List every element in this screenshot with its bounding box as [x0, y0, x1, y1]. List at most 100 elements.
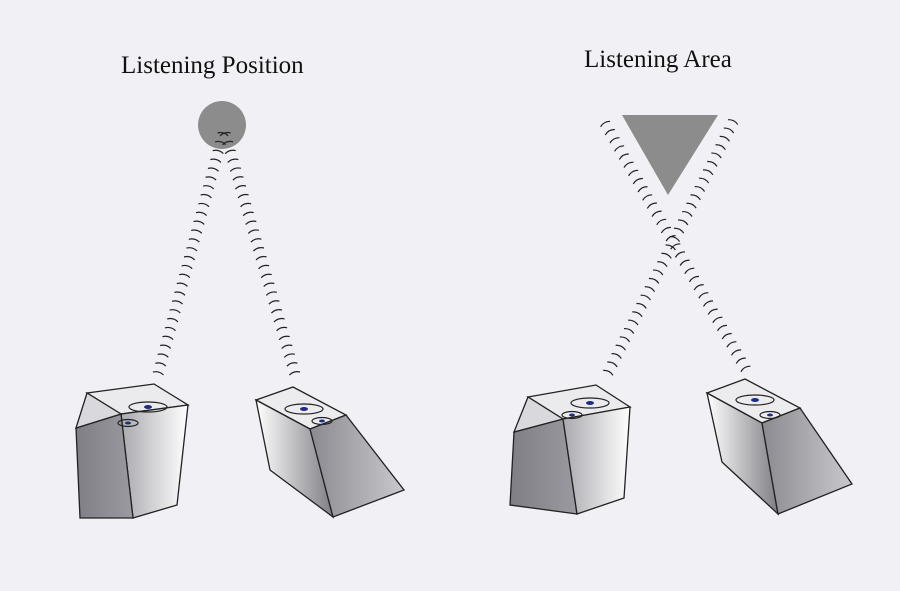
sound-wave-arc	[604, 128, 615, 136]
sound-wave-arc	[167, 317, 179, 323]
sound-wave-arc	[673, 227, 685, 234]
sound-wave-arc	[628, 169, 639, 177]
sound-wave-arc	[181, 264, 193, 270]
sound-wave-arc	[283, 353, 296, 358]
sound-wave-arc	[222, 140, 234, 146]
sound-wave-arc	[651, 210, 662, 217]
speaker-right-1	[509, 384, 632, 515]
sound-wave-arc	[169, 309, 181, 314]
woofer-ring	[311, 416, 333, 426]
sound-wave-arc	[205, 176, 217, 181]
woofer-cone	[125, 421, 131, 425]
sound-wave-arc	[155, 362, 167, 367]
sound-wave-group	[152, 119, 751, 376]
sound-wave-arc	[730, 349, 742, 356]
sound-wave-arc	[202, 185, 215, 190]
woofer-ring	[561, 410, 583, 420]
sound-wave-arc	[600, 120, 611, 128]
sound-wave-arc	[229, 167, 242, 172]
sound-wave-arc	[719, 135, 731, 142]
sound-wave-arc	[607, 361, 618, 368]
sound-wave-arc	[670, 243, 681, 250]
sound-wave-arc	[679, 259, 690, 266]
woofer-ring	[117, 418, 139, 428]
wave-chain-left-1	[152, 131, 229, 376]
sound-wave-arc	[191, 229, 203, 234]
woofer-cone	[319, 419, 325, 423]
sound-wave-arc	[636, 302, 647, 309]
sound-wave-arc	[694, 185, 706, 192]
sound-wave-arc	[623, 327, 635, 334]
sound-wave-arc	[665, 244, 676, 251]
tweeter-ring	[284, 403, 324, 415]
sound-wave-arc	[188, 238, 200, 243]
sound-wave-arc	[665, 235, 676, 242]
sound-wave-arc	[698, 292, 709, 299]
sound-wave-arc	[250, 238, 262, 243]
tweeter-cone	[751, 398, 759, 402]
sound-wave-arc	[688, 275, 700, 283]
sound-wave-arc	[702, 169, 714, 176]
sound-wave-arc	[640, 294, 652, 301]
speaker-left-2	[254, 386, 406, 519]
sound-wave-arc	[712, 316, 723, 324]
tweeter-cone	[300, 407, 308, 411]
sound-wave-arc	[674, 251, 685, 258]
sound-wave-arc	[224, 149, 236, 155]
sound-wave-arc	[682, 210, 693, 217]
sound-wave-arc	[263, 282, 275, 287]
tweeter-ring	[570, 397, 610, 409]
sound-wave-arc	[186, 247, 198, 252]
sound-wave-arc	[615, 344, 627, 351]
sound-wave-arc	[273, 317, 285, 323]
speaker-right-2	[705, 378, 853, 516]
sound-wave-arc	[716, 324, 728, 332]
sound-wave-arc	[212, 149, 224, 155]
sound-wave-arc	[653, 269, 664, 276]
sound-wave-arc	[159, 344, 172, 349]
sound-wave-arc	[179, 273, 191, 279]
sound-wave-arc	[252, 247, 265, 252]
listening-area-triangle	[622, 115, 718, 195]
woofer-cone	[569, 413, 575, 417]
sound-wave-arc	[603, 369, 614, 376]
speaker-left-1	[75, 383, 190, 519]
sound-wave-arc	[614, 145, 625, 152]
sound-wave-arc	[214, 140, 227, 146]
sound-wave-arc	[657, 261, 668, 268]
sound-wave-arc	[715, 144, 726, 151]
sound-wave-arc	[740, 365, 751, 373]
sound-wave-arc	[157, 353, 169, 358]
sound-wave-arc	[219, 131, 231, 137]
sound-wave-arc	[174, 291, 186, 296]
sound-wave-arc	[698, 177, 710, 184]
sound-wave-arc	[678, 219, 689, 226]
sound-wave-arc	[198, 202, 210, 208]
sound-wave-arc	[176, 282, 188, 287]
sound-wave-arc	[164, 326, 176, 332]
sound-wave-arc	[217, 131, 229, 137]
sound-wave-arc	[247, 229, 260, 234]
sound-wave-arc	[707, 160, 718, 167]
sound-wave-arc	[210, 158, 222, 163]
sound-wave-arc	[200, 193, 212, 199]
speaker-top-edge	[75, 392, 123, 429]
sound-wave-arc	[656, 218, 667, 226]
sound-wave-arc	[234, 185, 247, 190]
sound-wave-arc	[227, 158, 239, 163]
sound-wave-arc	[242, 211, 254, 217]
sound-wave-arc	[609, 137, 620, 144]
sound-wave-arc	[637, 186, 648, 193]
sound-wave-arc	[702, 300, 714, 307]
sound-wave-arc	[726, 341, 737, 348]
sound-wave-arc	[232, 176, 244, 181]
wave-chain-right-1	[603, 119, 739, 376]
woofer-ring	[759, 410, 781, 420]
tweeter-cone	[144, 405, 152, 409]
sound-wave-arc	[686, 202, 697, 209]
sound-wave-arc	[183, 255, 196, 261]
sound-wave-arc	[240, 202, 252, 208]
sound-wave-arc	[684, 267, 695, 275]
sound-wave-arc	[286, 362, 298, 367]
